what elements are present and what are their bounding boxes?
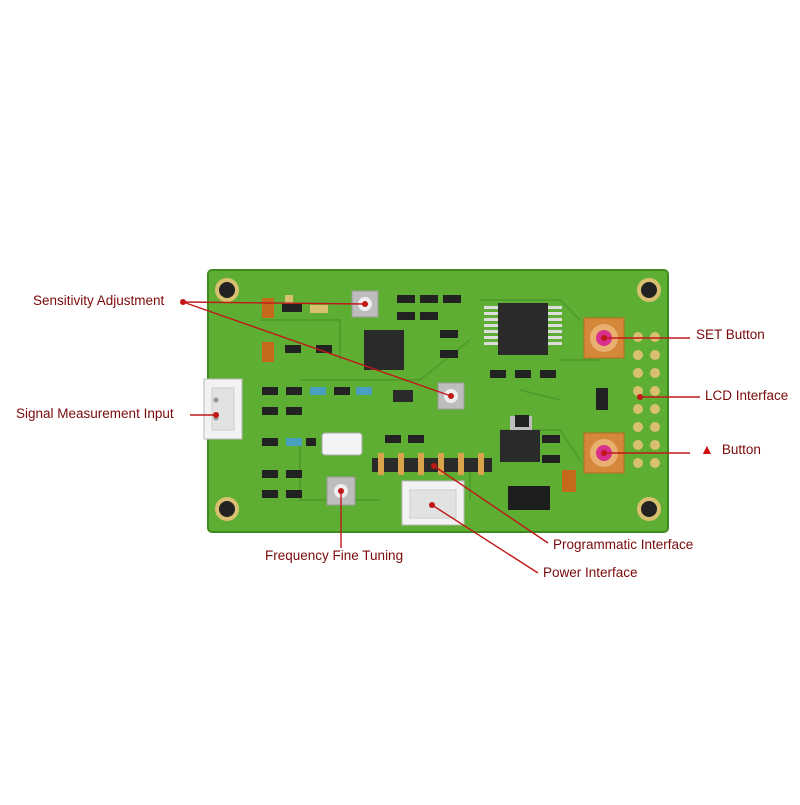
crystal-oscillator — [321, 432, 363, 456]
signal-input-connector — [203, 378, 243, 440]
lcd-interface-header — [633, 332, 660, 468]
smd-components — [262, 295, 608, 498]
label-programmatic-interface: Programmatic Interface — [553, 537, 694, 552]
mounting-holes — [215, 278, 661, 521]
label-sensitivity-adjustment: Sensitivity Adjustment — [33, 293, 165, 308]
label-button: Button — [721, 441, 761, 457]
label-power-interface: Power Interface — [543, 565, 638, 580]
label-lcd-interface: LCD Interface — [705, 388, 789, 403]
power-connector — [401, 480, 465, 526]
up-triangle-icon: ▲ — [700, 441, 714, 457]
ic-chips — [364, 303, 562, 510]
label-signal-measurement-input: Signal Measurement Input — [16, 406, 174, 421]
label-button-group: ▲ Button — [700, 441, 761, 457]
callout-dots — [180, 299, 643, 508]
label-frequency-fine-tuning: Frequency Fine Tuning — [265, 548, 404, 563]
label-set-button: SET Button — [696, 327, 765, 342]
callout-lines — [182, 301, 700, 574]
